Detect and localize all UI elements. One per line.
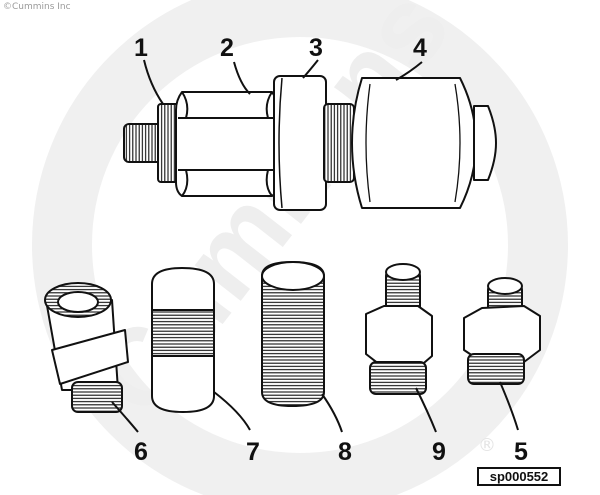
end-cap xyxy=(473,105,497,181)
callout-8: 8 xyxy=(338,438,352,466)
callout-7: 7 xyxy=(246,438,260,466)
callout-5: 5 xyxy=(514,438,528,466)
watermark-logo: Cummins xyxy=(32,0,568,495)
top-leaders xyxy=(143,59,423,105)
figure-id-label: sp000552 xyxy=(477,467,561,486)
bottom-leaders xyxy=(111,381,519,433)
main-thread xyxy=(323,103,355,183)
callout-4: 4 xyxy=(413,34,427,62)
copyright-notice: ©Cummins Inc xyxy=(3,2,71,12)
adapter-7 xyxy=(151,267,215,413)
adapter-9 xyxy=(365,263,433,395)
hex-nut xyxy=(175,91,279,197)
callout-2: 2 xyxy=(220,34,234,62)
adapter-5 xyxy=(463,277,541,385)
assembled-tool xyxy=(123,75,497,211)
callout-1: 1 xyxy=(134,34,148,62)
registered-mark: ® xyxy=(478,435,496,456)
callout-6: 6 xyxy=(134,438,148,466)
callout-3: 3 xyxy=(309,34,323,62)
adapter-6 xyxy=(44,282,129,413)
callout-9: 9 xyxy=(432,438,446,466)
adapter-8 xyxy=(261,261,325,407)
flange-washer xyxy=(273,75,327,211)
